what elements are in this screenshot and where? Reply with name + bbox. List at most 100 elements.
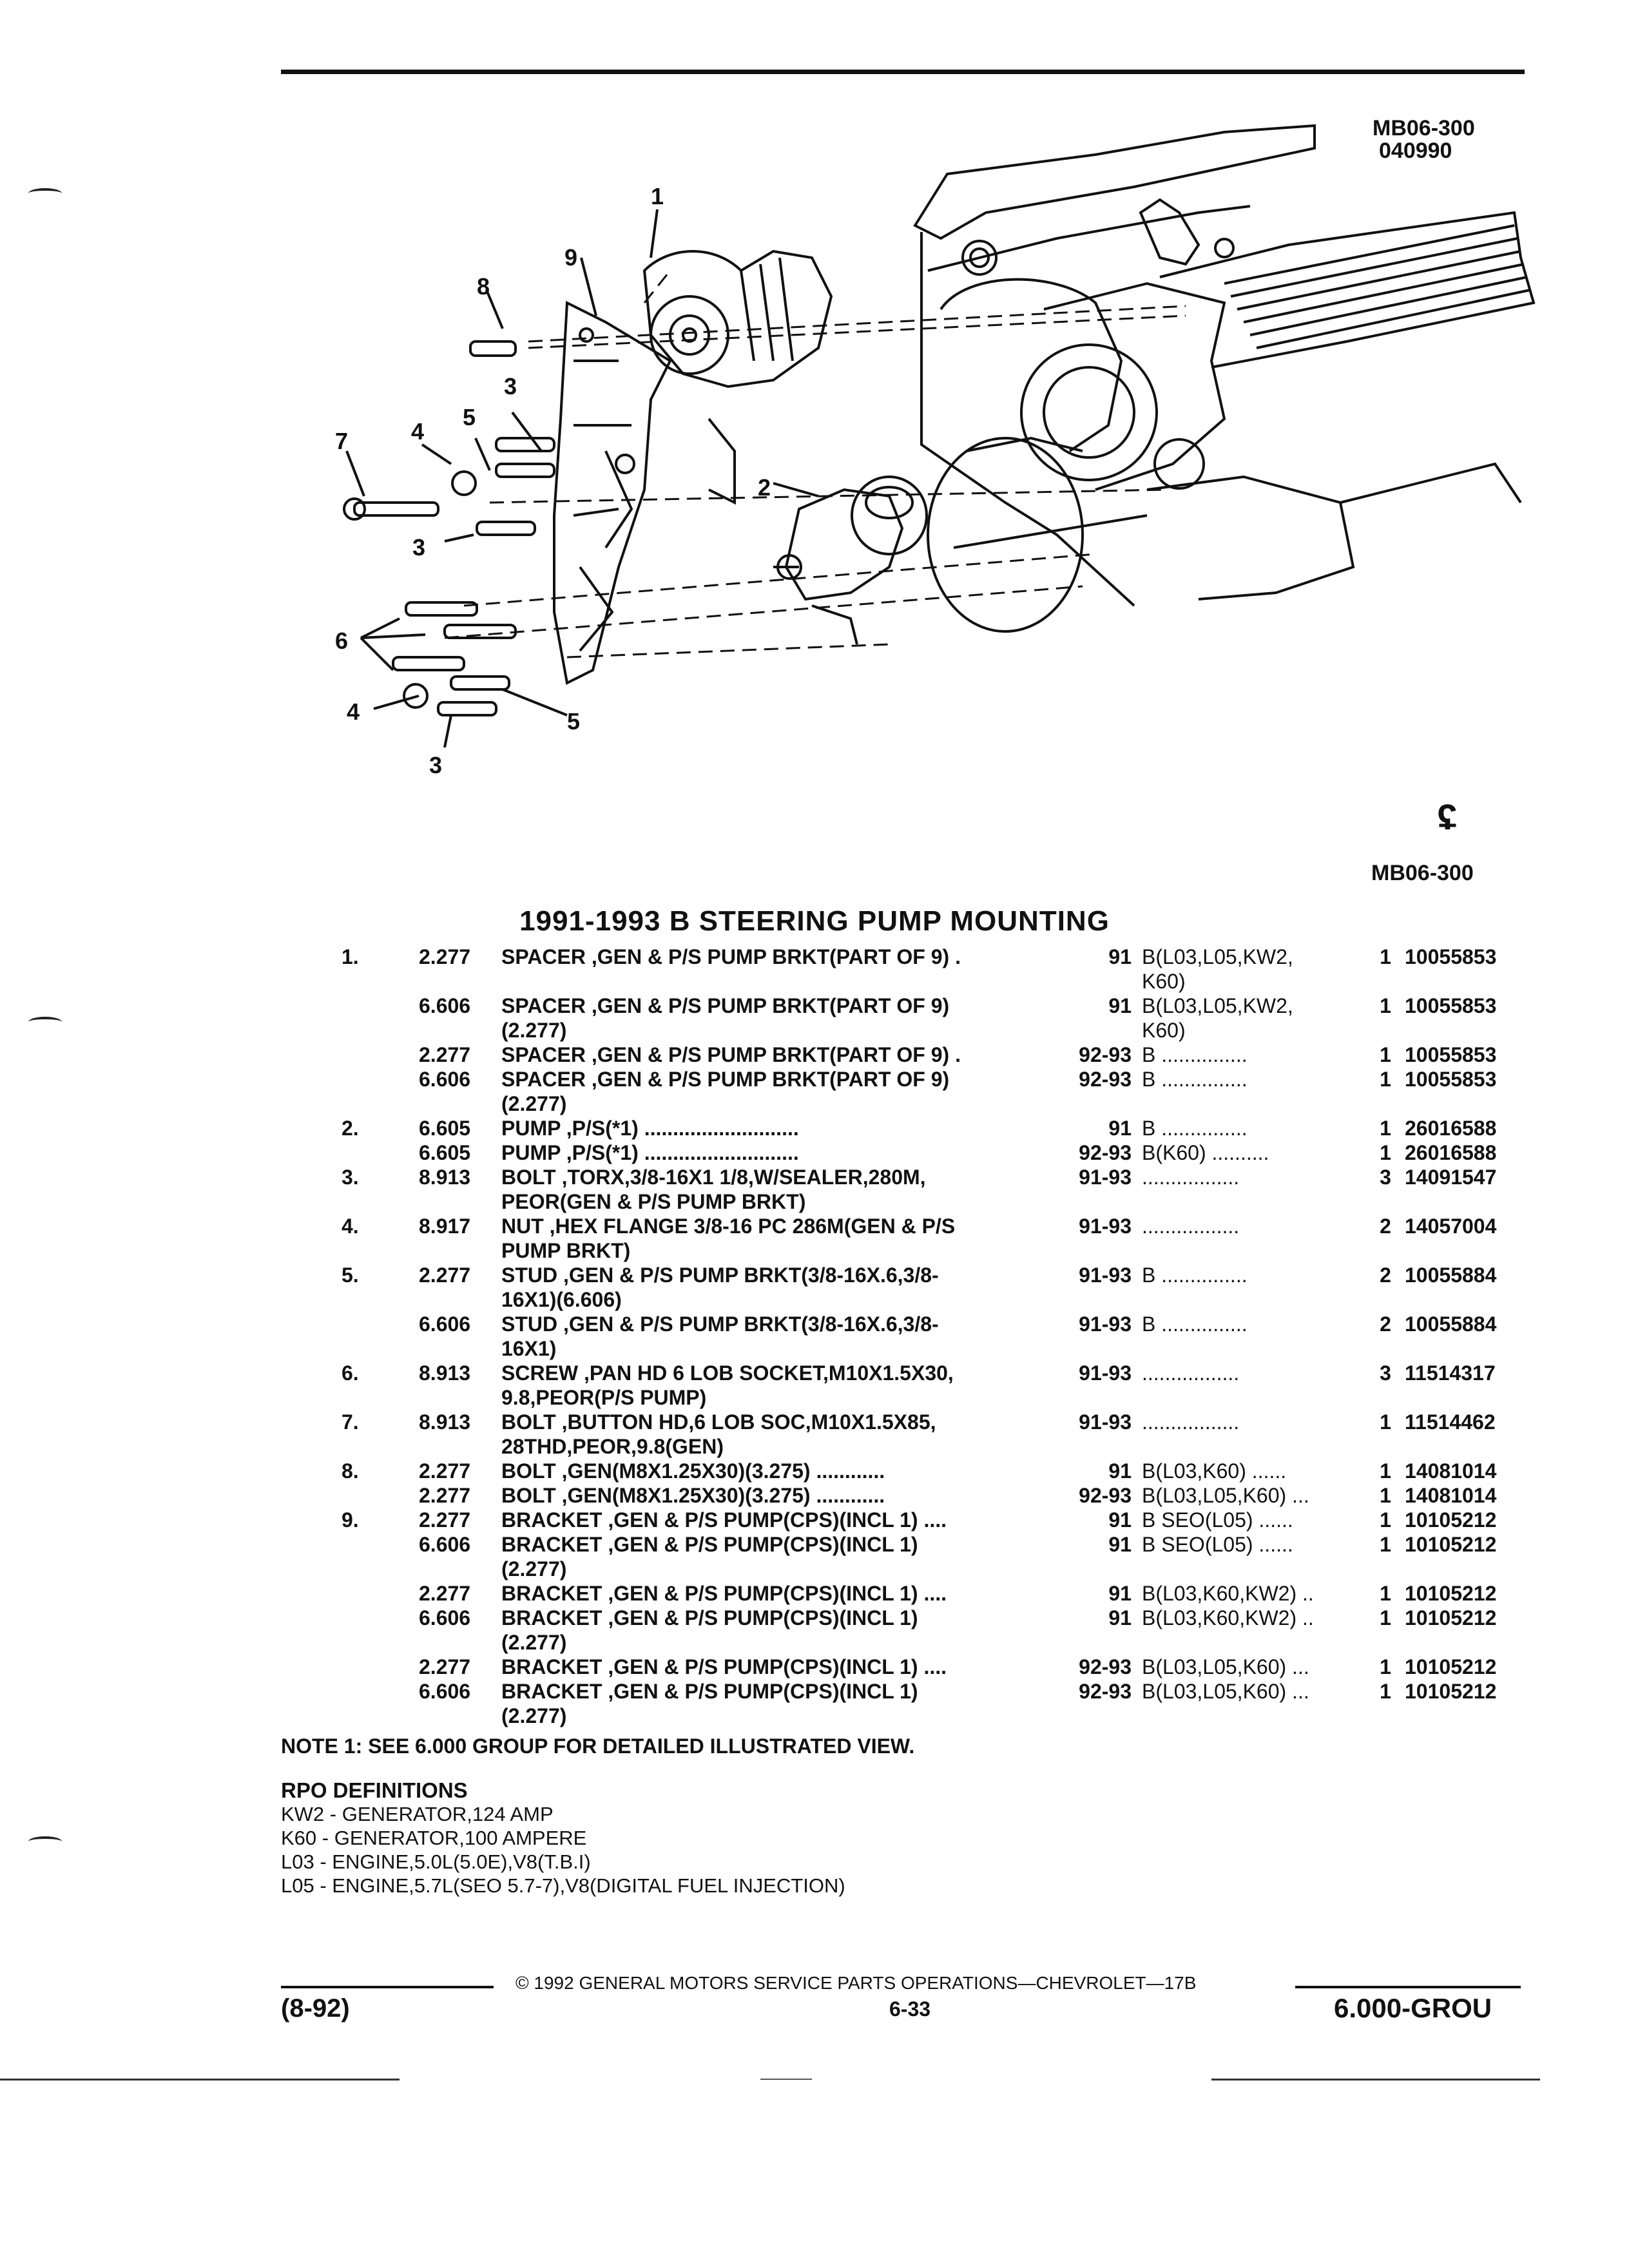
figure-code-header: MB06-300 <box>1373 116 1475 140</box>
cell-year: 91 <box>1108 1582 1132 1605</box>
cell-app: B(L03,L05,K60) ... <box>1142 1484 1309 1507</box>
table-row: (2.277) <box>271 1557 1547 1581</box>
cell-group: 6.605 <box>419 1117 471 1140</box>
cell-item: 8. <box>342 1459 359 1483</box>
cell-app: ................. <box>1142 1215 1240 1238</box>
rpo-item: KW2 - GENERATOR,124 AMP <box>281 1803 554 1825</box>
cell-part: 10055853 <box>1405 994 1497 1017</box>
cell-item: 2. <box>342 1117 359 1140</box>
cell-qty: 1 <box>1380 1459 1391 1483</box>
cell-part: 10055884 <box>1405 1312 1497 1336</box>
cell-item: 5. <box>342 1264 359 1287</box>
cell-app: ................. <box>1142 1361 1240 1385</box>
cell-desc: (2.277) <box>501 1557 567 1581</box>
table-row: PUMP BRKT) <box>271 1238 1547 1263</box>
footer-rule-left <box>281 1986 494 1988</box>
cell-desc: 16X1)(6.606) <box>501 1288 622 1311</box>
cell-year: 91 <box>1108 1606 1132 1629</box>
cell-app: B ............... <box>1142 1312 1248 1336</box>
cell-group: 8.913 <box>419 1410 471 1434</box>
group-label: 6.000-GROU <box>1334 1993 1492 2023</box>
cell-part: 11514462 <box>1405 1410 1496 1434</box>
table-row: 16X1)(6.606) <box>271 1287 1547 1312</box>
table-row: 5. 2.277 STUD ,GEN & P/S PUMP BRKT(3/8-16X… <box>271 1263 1547 1287</box>
table-row: 16X1) <box>271 1336 1547 1361</box>
cell-app: ................. <box>1142 1166 1240 1189</box>
cell-desc: STUD ,GEN & P/S PUMP BRKT(3/8-16X.6,3/8- <box>501 1264 939 1287</box>
cell-desc: PUMP ,P/S(*1) ..........................… <box>501 1141 799 1164</box>
cell-app: B(L03,L05,KW2, <box>1142 994 1293 1017</box>
cell-qty: 2 <box>1380 1264 1391 1287</box>
rpo-item: L03 - ENGINE,5.0L(5.0E),V8(T.B.I) <box>281 1850 591 1873</box>
cell-app: B(K60) .......... <box>1142 1141 1269 1164</box>
footer-date: (8-92) <box>281 1994 350 2023</box>
cell-part: 14091547 <box>1405 1166 1497 1189</box>
cell-group: 2.277 <box>419 1508 471 1532</box>
cell-item: 4. <box>342 1215 359 1238</box>
cell-desc: BRACKET ,GEN & P/S PUMP(CPS)(INCL 1) ...… <box>501 1508 947 1532</box>
cell-desc: PEOR(GEN & P/S PUMP BRKT) <box>501 1190 806 1213</box>
cell-qty: 1 <box>1380 945 1391 968</box>
cell-qty: 1 <box>1380 1141 1391 1164</box>
cell-part: 10105212 <box>1405 1533 1497 1556</box>
top-rule <box>281 70 1525 74</box>
cell-group: 2.277 <box>419 1655 471 1678</box>
cell-year: 91 <box>1108 1533 1132 1556</box>
cell-desc: 28THD,PEOR,9.8(GEN) <box>501 1435 724 1458</box>
cell-year: 92-93 <box>1079 1655 1132 1678</box>
cell-qty: 1 <box>1380 1117 1391 1140</box>
cell-qty: 1 <box>1380 1533 1391 1556</box>
cell-qty: 1 <box>1380 1043 1391 1066</box>
page-number: 6-33 <box>889 1997 931 2021</box>
cell-desc: NUT ,HEX FLANGE 3/8-16 PC 286M(GEN & P/S <box>501 1215 956 1238</box>
cell-qty: 2 <box>1380 1312 1391 1336</box>
cell-group: 2.277 <box>419 1582 471 1605</box>
cell-item: 9. <box>342 1508 359 1532</box>
cell-app: B SEO(L05) ...... <box>1142 1508 1293 1532</box>
cell-desc: SPACER ,GEN & P/S PUMP BRKT(PART OF 9) . <box>501 1043 961 1066</box>
cell-year: 91-93 <box>1079 1264 1132 1287</box>
cell-part: 10105212 <box>1405 1582 1497 1605</box>
cell-group: 2.277 <box>419 1264 471 1287</box>
cell-desc: BRACKET ,GEN & P/S PUMP(CPS)(INCL 1) ...… <box>501 1582 947 1605</box>
scan-line <box>760 2079 812 2080</box>
cell-year: 92-93 <box>1079 1141 1132 1164</box>
table-row: 6.606 BRACKET ,GEN & P/S PUMP(CPS)(INCL 1… <box>271 1679 1547 1704</box>
cell-app: B(L03,K60,KW2) .. <box>1142 1582 1314 1605</box>
cell-group: 8.917 <box>419 1215 471 1238</box>
cell-group: 6.606 <box>419 1680 471 1703</box>
cell-desc: SPACER ,GEN & P/S PUMP BRKT(PART OF 9) . <box>501 945 961 968</box>
cell-app: B(L03,K60,KW2) .. <box>1142 1606 1314 1629</box>
cell-desc: PUMP ,P/S(*1) ..........................… <box>501 1117 799 1140</box>
cell-qty: 1 <box>1380 1484 1391 1507</box>
cell-desc: 16X1) <box>501 1337 557 1360</box>
margin-mark <box>28 1836 62 1847</box>
table-row: 4. 8.917 NUT ,HEX FLANGE 3/8-16 PC 286M(GE… <box>271 1214 1547 1238</box>
margin-mark <box>28 188 62 198</box>
cell-desc: BRACKET ,GEN & P/S PUMP(CPS)(INCL 1) <box>501 1680 918 1703</box>
callout-label: 5 <box>567 708 581 735</box>
rpo-item: L05 - ENGINE,5.7L(SEO 5.7-7),V8(DIGITAL … <box>281 1874 845 1897</box>
cell-part: 26016588 <box>1405 1117 1497 1140</box>
callout-label: 9 <box>564 244 578 271</box>
rpo-item: K60 - GENERATOR,100 AMPERE <box>281 1827 587 1849</box>
copyright: © 1992 GENERAL MOTORS SERVICE PARTS OPER… <box>516 1973 1197 1993</box>
cell-app: B(L03,L05,K60) ... <box>1142 1680 1309 1703</box>
cell-group: 8.913 <box>419 1166 471 1189</box>
cell-app: B(L03,K60) ...... <box>1142 1459 1287 1483</box>
cell-desc: (2.277) <box>501 1019 567 1042</box>
table-row: 28THD,PEOR,9.8(GEN) <box>271 1434 1547 1459</box>
date-code: 040990 <box>1379 139 1452 163</box>
cell-year: 91-93 <box>1079 1166 1132 1189</box>
cell-year: 91 <box>1108 994 1132 1017</box>
cell-year: 92-93 <box>1079 1068 1132 1091</box>
cell-desc: BOLT ,TORX,3/8-16X1 1/8,W/SEALER,280M, <box>501 1166 926 1189</box>
